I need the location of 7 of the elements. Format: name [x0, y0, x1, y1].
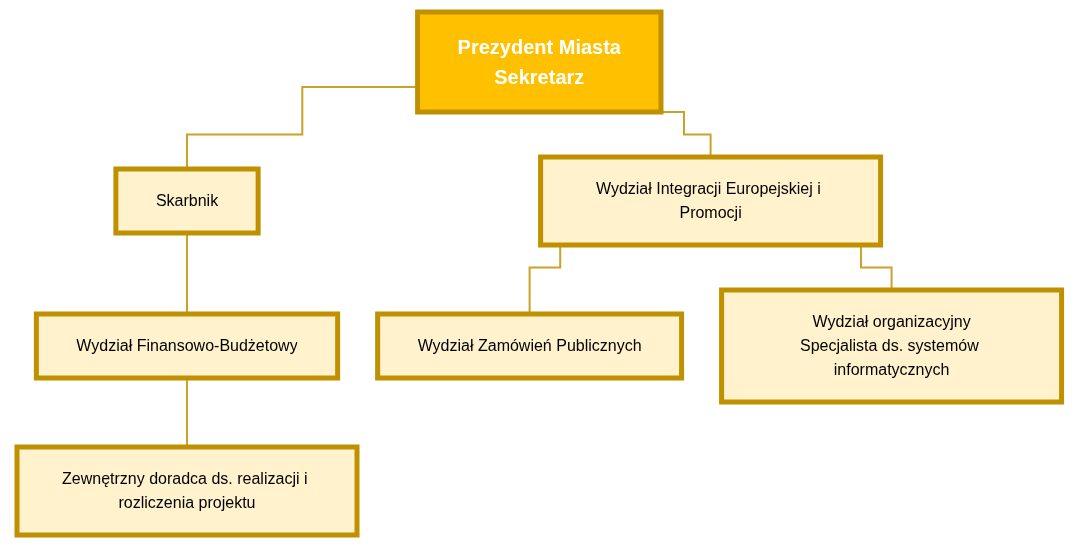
node-box: Skarbnik — [113, 166, 261, 236]
node-box: Wydział Zamówień Publicznych — [374, 311, 684, 381]
node-box: Prezydent Miasta Sekretarz — [414, 9, 664, 115]
node-box: Wydział organizacyjny Specjalista ds. systemów informatycznych — [718, 287, 1064, 405]
node-box: Wydział Integracji Europejskiej i Promocji — [537, 154, 883, 248]
node-box: Wydział Finansowo-Budżetowy — [33, 311, 340, 381]
node-box: Zewnętrzny doradca ds. realizacji i rozliczenia projektu — [14, 444, 360, 538]
